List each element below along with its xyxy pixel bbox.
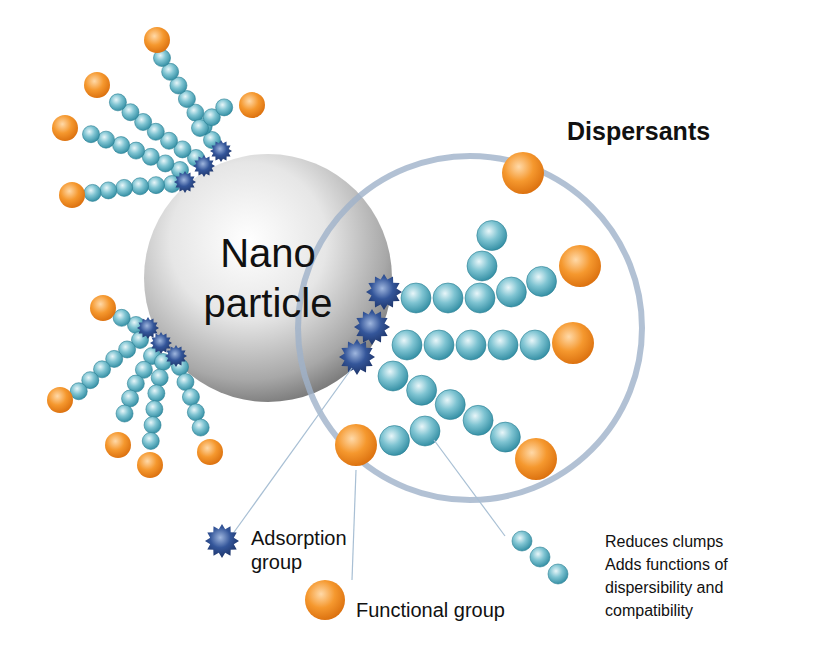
- chain-bead: [433, 283, 463, 313]
- chain-bead: [467, 251, 497, 281]
- functional-ball: [335, 424, 377, 466]
- adsorption-star: [174, 171, 196, 193]
- leader-line: [352, 470, 356, 580]
- chain-bead: [128, 142, 145, 159]
- chain-bead: [401, 283, 431, 313]
- chain-bead: [456, 330, 486, 360]
- chain-bead: [192, 419, 209, 436]
- group-heading: Dispersants: [567, 117, 710, 146]
- chain-bead: [435, 390, 465, 420]
- chain-bead: [477, 221, 507, 251]
- functional-ball: [84, 72, 110, 98]
- chain-bead: [142, 432, 159, 449]
- adsorption-star: [354, 309, 390, 345]
- chain-bead: [100, 182, 117, 199]
- functional-ball: [144, 27, 170, 53]
- functional-ball: [90, 295, 116, 321]
- chain-bead: [527, 266, 557, 296]
- chain-bead: [488, 330, 518, 360]
- chain-bead: [424, 330, 454, 360]
- chain-bead: [83, 126, 100, 143]
- functional-ball: [137, 452, 163, 478]
- chain-bead: [177, 374, 194, 391]
- chain-bead: [187, 404, 204, 421]
- chain-bead: [148, 177, 165, 194]
- chain-bead: [70, 383, 87, 400]
- chain-note: Reduces clumps Adds functions of dispers…: [605, 530, 757, 622]
- chain-bead: [132, 178, 149, 195]
- chain-bead: [520, 330, 550, 360]
- chain-bead: [378, 361, 408, 391]
- functional-ball: [105, 432, 131, 458]
- chain-bead: [216, 99, 233, 116]
- chain-bead: [465, 283, 495, 313]
- adsorption-star: [165, 345, 187, 367]
- chain-bead: [182, 389, 199, 406]
- chain-bead: [530, 547, 550, 567]
- chain-bead: [113, 309, 130, 326]
- adsorption-star: [205, 524, 239, 558]
- chain-bead: [122, 390, 139, 407]
- chain-bead: [113, 137, 130, 154]
- chain-bead: [127, 375, 144, 392]
- leader-line: [232, 368, 352, 535]
- adsorption-label: Adsorption group: [251, 526, 371, 574]
- chain-bead: [84, 184, 101, 201]
- chain-bead: [116, 179, 133, 196]
- chain-bead: [496, 277, 526, 307]
- adsorption-star: [339, 339, 375, 375]
- chain-bead: [116, 405, 133, 422]
- functional-ball: [515, 438, 557, 480]
- chain-bead: [109, 94, 126, 111]
- chain-bead: [151, 369, 168, 386]
- functional-ball: [552, 322, 594, 364]
- chain-bead: [407, 375, 437, 405]
- adsorption-star: [366, 274, 402, 310]
- chain-bead: [463, 405, 493, 435]
- chain-bead: [379, 426, 409, 456]
- chain-bead: [512, 531, 532, 551]
- chain-bead: [144, 417, 161, 434]
- chain-bead: [146, 401, 163, 418]
- chain-bead: [548, 564, 568, 584]
- leader-line: [434, 440, 505, 536]
- functional-ball: [239, 92, 265, 118]
- adsorption-star: [210, 140, 232, 162]
- chain-bead: [148, 385, 165, 402]
- functional-label: Functional group: [356, 598, 546, 622]
- functional-ball: [59, 182, 85, 208]
- adsorption-star: [193, 155, 215, 177]
- functional-ball: [305, 580, 345, 620]
- functional-ball: [197, 439, 223, 465]
- chain-bead: [490, 422, 520, 452]
- chain-bead: [392, 330, 422, 360]
- chain-bead: [98, 131, 115, 148]
- functional-ball: [52, 115, 78, 141]
- functional-ball: [559, 245, 601, 287]
- particle-label: Nano particle: [183, 228, 353, 328]
- functional-ball: [47, 387, 73, 413]
- functional-ball: [502, 152, 544, 194]
